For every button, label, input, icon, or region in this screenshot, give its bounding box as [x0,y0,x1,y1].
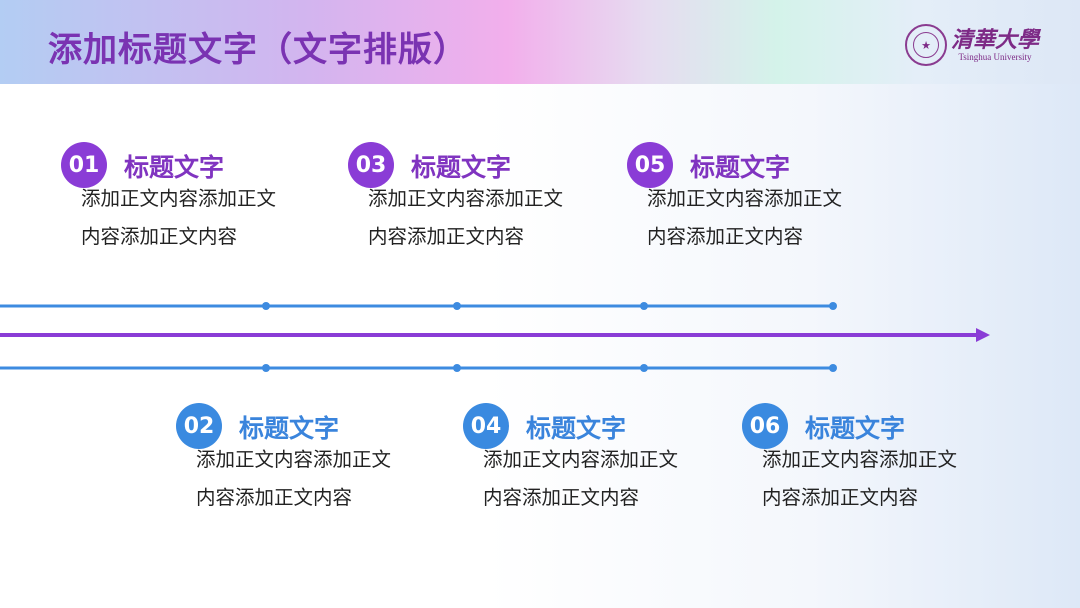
item-body: 添加正文内容添加正文内容添加正文内容 [196,448,392,509]
number-badge: 03 [348,142,394,188]
item-title: 标题文字 [690,153,791,182]
number-badge: 06 [742,403,788,449]
number-badge: 01 [61,142,107,188]
item-title: 标题文字 [124,153,225,182]
item-title: 标题文字 [526,414,627,443]
item-title: 标题文字 [239,414,340,443]
item-title: 标题文字 [411,153,512,182]
timeline-dots [262,302,837,372]
university-logo: ★ 清華大學 Tsinghua University [905,24,1039,66]
item-body: 添加正文内容添加正文内容添加正文内容 [81,187,277,248]
seal-icon: ★ [905,24,947,66]
item-body: 添加正文内容添加正文内容添加正文内容 [762,448,958,509]
item-body: 添加正文内容添加正文内容添加正文内容 [368,187,564,248]
item-title: 标题文字 [805,414,906,443]
item-body: 添加正文内容添加正文内容添加正文内容 [647,187,843,248]
logo-cn: 清華大學 [951,27,1040,53]
page-title: 添加标题文字（文字排版） [48,30,468,70]
arrow-head-icon [976,328,990,342]
logo-en: Tsinghua University [958,52,1032,62]
number-badge: 04 [463,403,509,449]
number-badge: 02 [176,403,222,449]
number-badge: 05 [627,142,673,188]
header-bar: 添加标题文字（文字排版） ★ 清華大學 Tsinghua University [0,0,1080,84]
item-body: 添加正文内容添加正文内容添加正文内容 [483,448,679,509]
